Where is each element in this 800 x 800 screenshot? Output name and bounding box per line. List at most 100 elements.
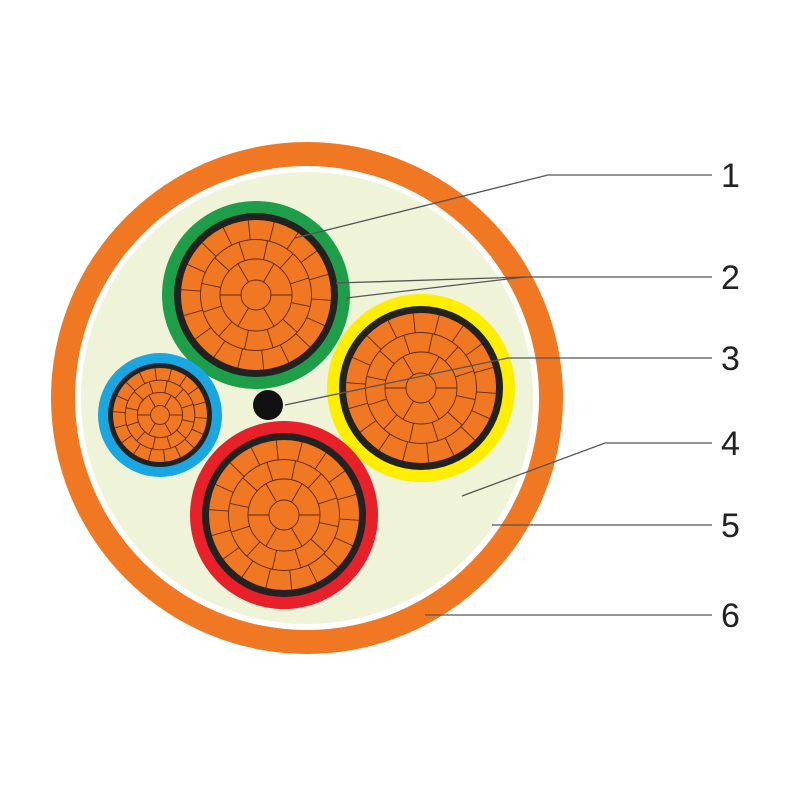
strand-division bbox=[265, 527, 277, 547]
strand-division bbox=[242, 477, 258, 492]
strand-division bbox=[402, 441, 408, 461]
strand-division bbox=[334, 537, 353, 546]
strand-division bbox=[191, 428, 204, 435]
strand-division bbox=[465, 343, 482, 356]
strand-division bbox=[282, 318, 298, 333]
strand-division bbox=[291, 460, 297, 480]
strand-division bbox=[166, 436, 172, 449]
strand-division bbox=[444, 437, 455, 456]
strand-ring bbox=[228, 459, 340, 571]
strand-division bbox=[471, 410, 490, 419]
callout-label-2: 2 bbox=[721, 259, 740, 297]
strand-division bbox=[306, 317, 325, 326]
strand-division bbox=[265, 568, 271, 588]
strand-division bbox=[379, 350, 395, 365]
strand-division bbox=[241, 560, 254, 578]
copper-conductor bbox=[209, 440, 359, 590]
strand-division bbox=[408, 423, 414, 443]
strand-division bbox=[163, 449, 166, 462]
strand-division bbox=[291, 483, 303, 503]
strand-division bbox=[231, 525, 250, 533]
callout-label-3: 3 bbox=[721, 340, 740, 378]
strand-division bbox=[243, 330, 249, 350]
strand-division bbox=[387, 320, 398, 339]
strand-division bbox=[456, 395, 476, 401]
strand-division bbox=[455, 370, 474, 378]
strand-division bbox=[368, 398, 387, 406]
strand-division bbox=[164, 395, 172, 408]
strand-division bbox=[164, 380, 168, 394]
strand-division bbox=[337, 493, 357, 501]
strand-division bbox=[125, 381, 136, 392]
strand-division bbox=[352, 357, 371, 366]
strand-division bbox=[223, 547, 240, 560]
strand-division bbox=[300, 250, 317, 263]
strand-division bbox=[174, 388, 184, 399]
strand-division bbox=[184, 438, 195, 449]
strand-division bbox=[201, 242, 217, 257]
strand-division bbox=[209, 509, 229, 512]
strand-division bbox=[366, 335, 382, 350]
strand-division bbox=[139, 372, 146, 384]
strand-division bbox=[237, 263, 249, 283]
strand-division bbox=[346, 382, 366, 385]
strand-division bbox=[214, 257, 230, 272]
strand-division bbox=[295, 333, 311, 348]
strand-division bbox=[195, 327, 212, 340]
strand-division bbox=[154, 368, 157, 381]
strand-division bbox=[279, 253, 294, 269]
strand-division bbox=[476, 391, 496, 394]
strand-division bbox=[383, 414, 398, 430]
strand-ring bbox=[124, 379, 196, 451]
strand-division bbox=[318, 497, 337, 505]
strand-division bbox=[297, 442, 303, 462]
strand-division bbox=[203, 305, 222, 313]
strand-division bbox=[176, 429, 187, 439]
strand-division bbox=[237, 307, 249, 327]
strand-division bbox=[310, 538, 326, 553]
core-yellow bbox=[327, 294, 515, 482]
strand-division bbox=[187, 387, 199, 395]
strand-division bbox=[125, 407, 139, 411]
callout-label-4: 4 bbox=[721, 425, 740, 463]
strand-division bbox=[339, 518, 359, 521]
strand-division bbox=[229, 502, 249, 508]
leader-line-2b bbox=[345, 276, 526, 299]
strand-division bbox=[323, 553, 339, 568]
strand-division bbox=[328, 470, 345, 483]
strand-division bbox=[133, 443, 141, 455]
strand-division bbox=[148, 381, 154, 394]
strand-division bbox=[193, 401, 206, 406]
strand-division bbox=[237, 348, 243, 368]
strand-division bbox=[263, 240, 269, 260]
strand-division bbox=[183, 309, 203, 317]
strand-division bbox=[126, 421, 139, 427]
strand-division bbox=[402, 356, 414, 376]
strand-division bbox=[434, 315, 440, 335]
strand-division bbox=[211, 529, 231, 537]
strand-division bbox=[174, 446, 181, 458]
strand-division bbox=[266, 462, 274, 481]
strand-division bbox=[187, 264, 206, 273]
callout-label-5: 5 bbox=[721, 507, 740, 545]
strand-division bbox=[428, 333, 434, 353]
strand-ring bbox=[200, 239, 312, 351]
copper-conductor bbox=[346, 313, 496, 463]
strand-division bbox=[275, 440, 279, 460]
strand-division bbox=[366, 375, 386, 381]
strand-division bbox=[218, 321, 233, 337]
strand-division bbox=[348, 402, 368, 410]
strand-division bbox=[451, 325, 464, 343]
strand-division bbox=[460, 426, 476, 441]
strand-division bbox=[428, 356, 440, 376]
strand-division bbox=[148, 422, 156, 435]
conductor-strands bbox=[209, 440, 359, 590]
center-element bbox=[253, 390, 283, 420]
leader-line-1 bbox=[294, 174, 712, 239]
callout-label-1: 1 bbox=[721, 157, 740, 195]
strand-division bbox=[246, 541, 261, 557]
strand-division bbox=[269, 222, 275, 242]
strand-division bbox=[428, 400, 440, 420]
core-green bbox=[162, 201, 350, 389]
strand-division bbox=[148, 448, 152, 461]
